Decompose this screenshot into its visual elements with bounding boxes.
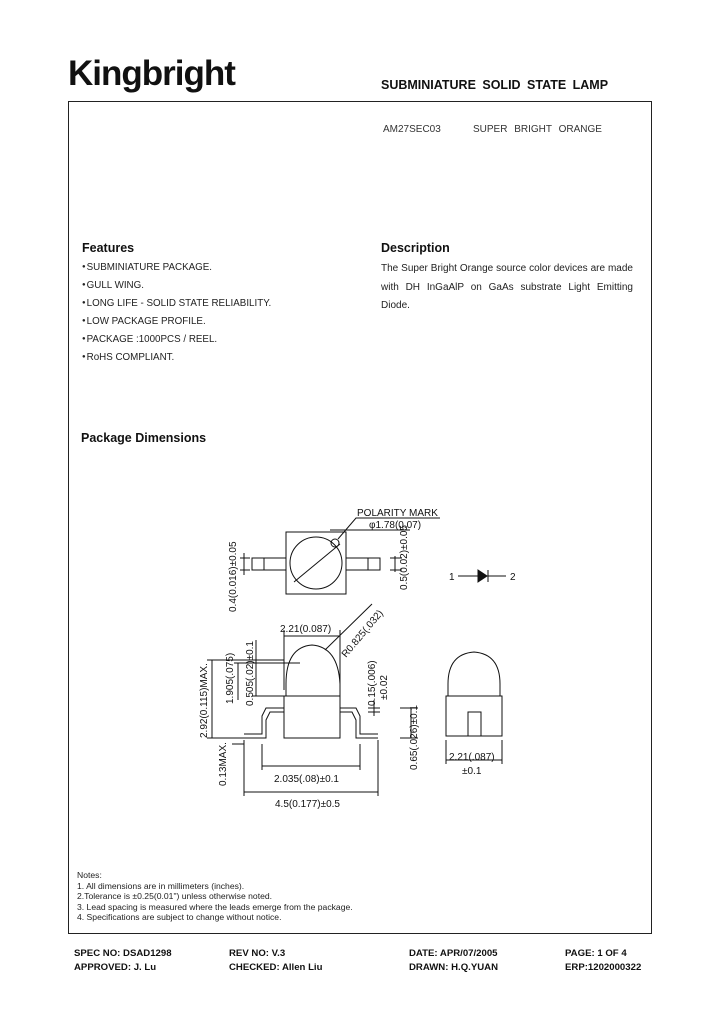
body-height-label: 0.505(.02)±0.1 xyxy=(245,641,256,706)
spec-number: SPEC NO: DSAD1298 xyxy=(74,948,172,959)
content-frame xyxy=(68,101,652,934)
front-view-body xyxy=(283,695,341,739)
part-number: AM27SEC03 xyxy=(383,124,441,135)
note-item: 3. Lead spacing is measured where the le… xyxy=(77,901,353,912)
standoff-label: 0.13MAX. xyxy=(218,742,229,786)
lead-thickness-label: 0.5(0.02)±0.05 xyxy=(399,525,410,590)
side-view-lead xyxy=(467,711,482,737)
erp-number: ERP:1202000322 xyxy=(565,962,642,973)
lead-height-label: 0.65(.026)±0.1 xyxy=(409,705,420,770)
features-heading: Features xyxy=(82,241,135,255)
side-width-tolerance-label: ±0.1 xyxy=(462,766,482,777)
lead-pitch-label: 2.035(.08)±0.1 xyxy=(274,774,339,785)
notes-title: Notes: xyxy=(77,870,102,880)
polarity-mark-label: POLARITY MARK xyxy=(357,508,438,519)
lead-width-label: 0.4(0.016)±0.05 xyxy=(228,541,239,612)
front-view-dome xyxy=(285,644,341,696)
notes: Notes: 1. All dimensions are in millimet… xyxy=(77,870,353,923)
polarity-leader xyxy=(337,517,440,540)
top-view-body xyxy=(285,531,347,595)
side-view-dome xyxy=(447,651,501,696)
lead-gap-tolerance-label: ±0.02 xyxy=(379,675,390,700)
feature-item: PACKAGE :1000PCS / REEL. xyxy=(82,334,271,352)
dome-height-label: 1.905(.075) xyxy=(225,653,236,704)
package-dimensions-heading: Package Dimensions xyxy=(81,431,207,445)
front-width-label: 2.21(0.087) xyxy=(280,624,331,635)
polarity-mark-icon xyxy=(330,538,340,548)
approved-by: APPROVED: J. Lu xyxy=(74,962,157,973)
front-lead-left xyxy=(244,707,284,735)
feature-item: RoHS COMPLIANT. xyxy=(82,352,271,370)
pin-1-label: 1 xyxy=(449,572,455,583)
top-view-lead-right xyxy=(345,557,381,571)
features-list: SUBMINIATURE PACKAGE. GULL WING. LONG LI… xyxy=(82,262,272,370)
side-view-body xyxy=(445,695,503,737)
side-width-label: 2.21(.087) xyxy=(449,752,495,763)
document-date: DATE: APR/07/2005 xyxy=(409,948,498,959)
note-item: 1. All dimensions are in millimeters (in… xyxy=(77,880,245,891)
part-description: SUPER BRIGHT ORANGE xyxy=(473,124,602,135)
feature-item: LONG LIFE - SOLID STATE RELIABILITY. xyxy=(82,298,272,316)
note-item: 4. Specifications are subject to change … xyxy=(77,912,282,923)
pin-2-label: 2 xyxy=(510,572,516,583)
note-item: 2.Tolerance is ±0.25(0.01") unless other… xyxy=(77,891,273,902)
lead-gap-label: 0.15(.006) xyxy=(367,660,378,706)
feature-item: SUBMINIATURE PACKAGE. xyxy=(82,262,271,280)
top-view-dome xyxy=(289,536,343,590)
max-height-label: 2.92(0.115)MAX. xyxy=(199,663,210,738)
dome-radius-label: R0.825(.032) xyxy=(340,608,386,660)
document-title: SUBMINIATURE SOLID STATE LAMP xyxy=(381,78,609,92)
revision-number: REV NO: V.3 xyxy=(229,948,286,959)
front-lead-right xyxy=(340,707,378,735)
drawn-by: DRAWN: H.Q.YUAN xyxy=(409,962,499,973)
overall-length-label: 4.5(0.177)±0.5 xyxy=(275,799,340,810)
description-text: The Super Bright Orange source color dev… xyxy=(381,263,633,311)
checked-by: CHECKED: Allen Liu xyxy=(229,962,323,973)
page-number: PAGE: 1 OF 4 xyxy=(565,948,627,959)
feature-item: LOW PACKAGE PROFILE. xyxy=(82,316,271,334)
top-view-lead-left xyxy=(251,557,287,571)
dome-diameter-label: φ1.78(0.07) xyxy=(369,520,421,531)
description-heading: Description xyxy=(381,241,450,255)
dome-diameter-line xyxy=(293,543,341,583)
feature-item: GULL WING. xyxy=(82,280,271,298)
brand-logo: Kingbright xyxy=(68,54,236,93)
